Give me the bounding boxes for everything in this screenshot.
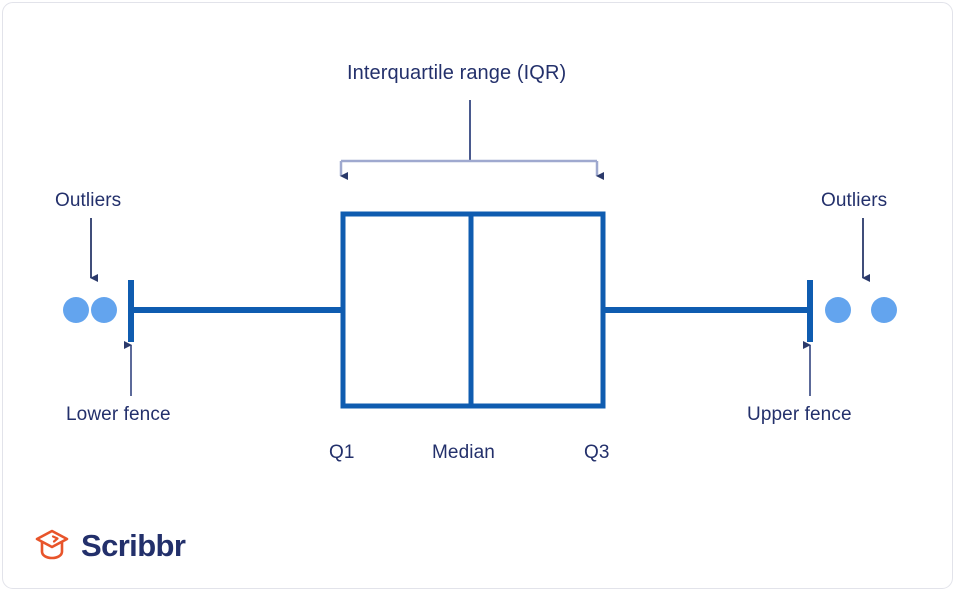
upper-whisker: [601, 280, 813, 342]
lower-fence-label: Lower fence: [66, 404, 171, 425]
upper-fence-label: Upper fence: [747, 404, 852, 425]
median-label: Median: [432, 442, 495, 463]
box-body: [340, 211, 606, 409]
iqr-label: Interquartile range (IQR): [347, 62, 567, 84]
outliers-left-label: Outliers: [55, 190, 122, 211]
graduation-cap-icon: [35, 529, 69, 560]
iqr-bracket: [339, 100, 604, 180]
left-outlier-dots: [63, 297, 117, 323]
q3-label: Q3: [584, 442, 610, 463]
lower-whisker: [128, 280, 345, 342]
scribbr-wordmark: Scribbr: [81, 527, 186, 563]
q1-label: Q1: [329, 442, 355, 463]
right-outlier-dots: [825, 297, 897, 323]
outliers-right-label: Outliers: [821, 190, 888, 211]
scribbr-logo: Scribbr: [32, 525, 186, 565]
